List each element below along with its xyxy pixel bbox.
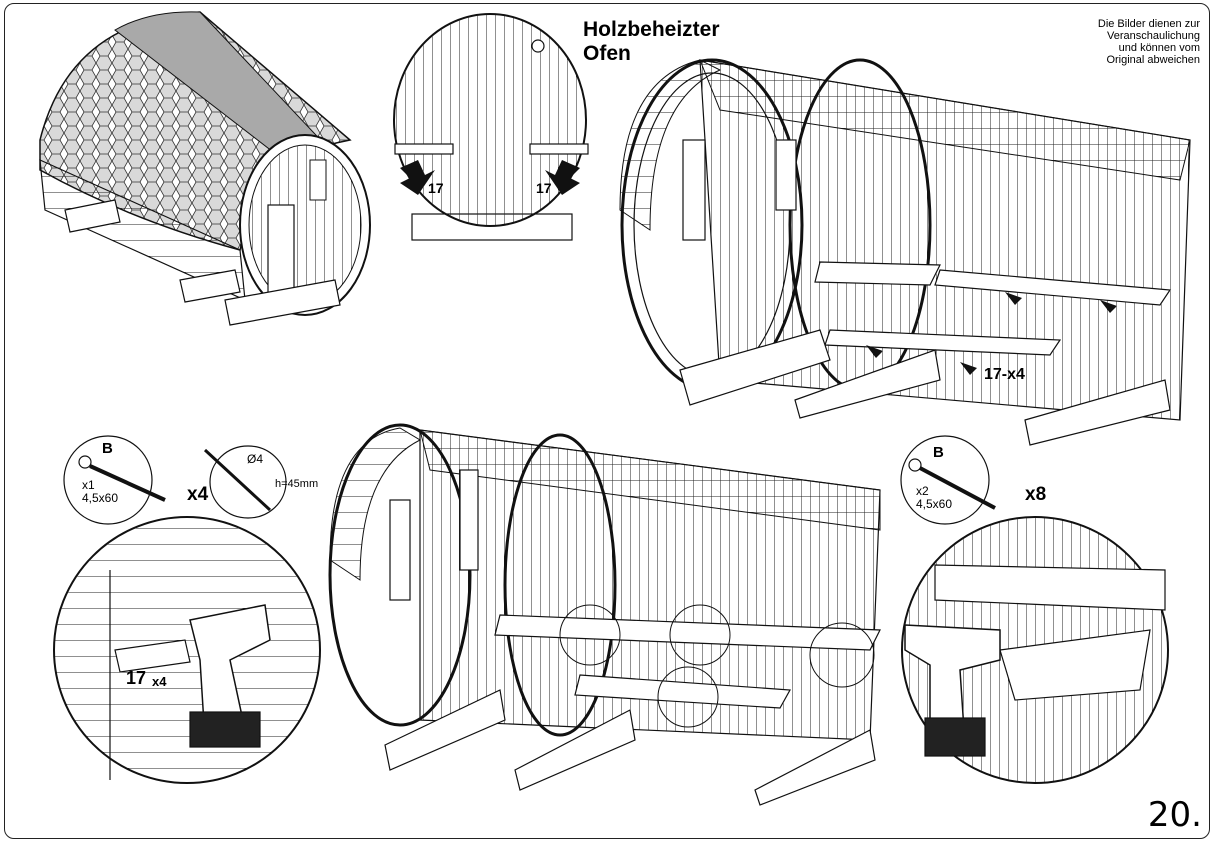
screw-letter-right: B	[933, 444, 944, 461]
screw-callout-left	[63, 435, 287, 525]
note-line-2: Veranschaulichung	[1107, 30, 1200, 42]
detail-label-right: 17	[536, 180, 552, 196]
screw-multiplier-left: x4	[187, 484, 209, 505]
stove-detail-circle	[393, 13, 589, 241]
note-line-4: Original abweichen	[1106, 54, 1200, 66]
screw-qty-right: x2	[916, 484, 929, 498]
screw-size-right: 4,5x60	[916, 497, 953, 511]
detail-left-multiplier: x4	[152, 674, 167, 689]
screw-size-left: 4,5x60	[82, 491, 119, 505]
main-part-label: 17-x4	[984, 366, 1025, 383]
drill-bit-depth: h=45mm	[275, 478, 319, 490]
screw-callout-right	[900, 435, 996, 525]
screw-qty-left: x1	[82, 478, 95, 492]
page-number: 20.	[1147, 795, 1202, 835]
detail-label-left: 17	[428, 180, 444, 196]
page-heading: Holzbeheizter Ofen	[583, 18, 720, 66]
note-line-3: und können vom	[1118, 42, 1200, 54]
drill-detail-right	[901, 516, 1169, 784]
screw-letter-left: B	[102, 440, 113, 457]
heading-line-2: Ofen	[583, 42, 631, 65]
heading-line-1: Holzbeheizter	[583, 18, 720, 41]
disclaimer-note: Die Bilder dienen zur Veranschaulichung …	[980, 18, 1200, 66]
sauna-bench-installation	[328, 423, 881, 806]
detail-left-number: 17	[126, 668, 147, 688]
note-line-1: Die Bilder dienen zur	[1097, 18, 1200, 30]
drill-bit-diameter: Ø4	[247, 452, 264, 466]
sauna-interior-illustration	[619, 58, 1191, 446]
page-frame	[4, 3, 1210, 839]
drill-detail-left	[53, 516, 321, 784]
screw-multiplier-right: x8	[1025, 484, 1047, 505]
sauna-overview-illustration	[39, 11, 371, 326]
